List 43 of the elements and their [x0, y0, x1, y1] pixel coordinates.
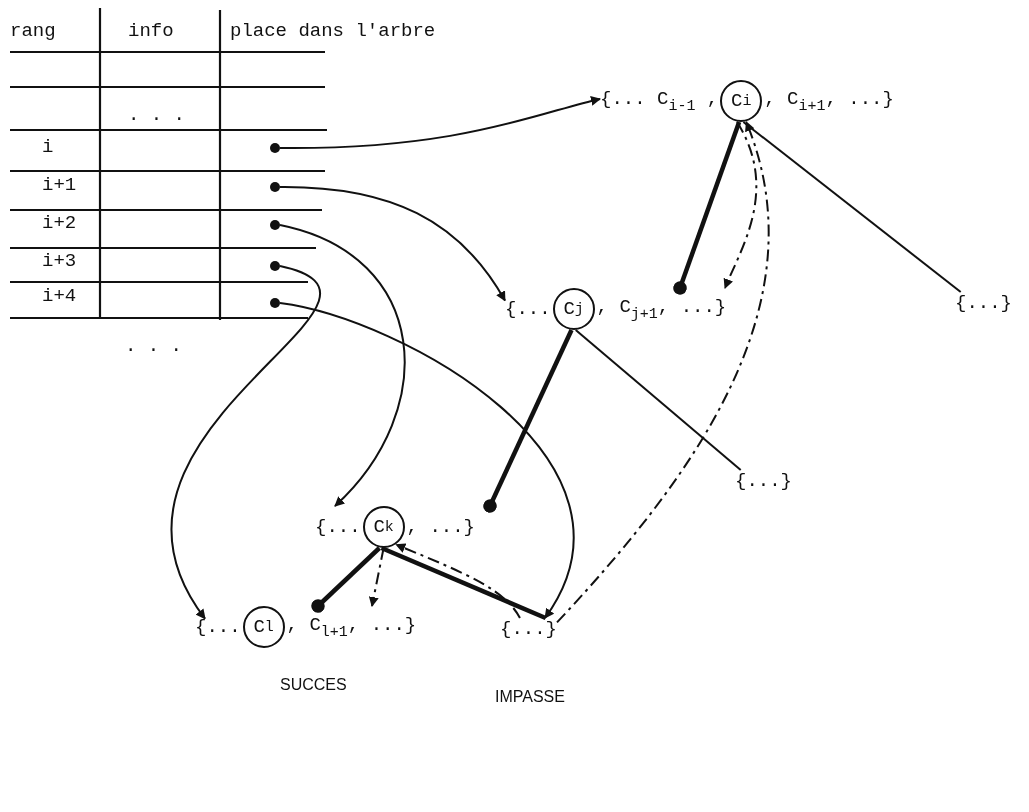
- set-text: , C$_{j+1}$, ...}: [596, 295, 727, 323]
- tree-branch: [483, 329, 574, 513]
- set-text: {...}: [735, 470, 792, 492]
- tree-branch: [380, 545, 547, 621]
- set-text: {...}: [955, 292, 1012, 314]
- row-label: i+1: [42, 174, 77, 196]
- pointer-arrow: [279, 186, 506, 302]
- dashed-arrow: [723, 121, 758, 289]
- dashed-arrow: [368, 547, 385, 607]
- pointer-arrow: [279, 224, 406, 507]
- pointer-dot: [270, 261, 280, 271]
- set-text: {...}: [500, 618, 557, 640]
- set-text: {...: [505, 298, 551, 320]
- caption-text: IMPASSE: [495, 688, 565, 706]
- column-header: info: [128, 20, 174, 42]
- row-label: i+3: [42, 250, 77, 272]
- pointer-dot: [270, 143, 280, 153]
- dashed-arrow: [556, 121, 769, 624]
- set-text: {...: [315, 516, 361, 538]
- row-label: i: [42, 136, 54, 158]
- dashed-arrow: [395, 543, 521, 619]
- tree-branch: [311, 546, 381, 613]
- set-text: {...: [195, 616, 241, 638]
- set-text: {... C$_{i-1}$ ,: [600, 87, 719, 115]
- column-header: place dans l'arbre: [230, 20, 436, 42]
- row-label: i+2: [42, 212, 77, 234]
- pointer-arrow: [279, 302, 575, 619]
- caption-text: SUCCES: [280, 676, 347, 694]
- ellipsis: . . .: [125, 335, 182, 357]
- set-text: , ...}: [406, 516, 476, 538]
- tree-branch: [742, 121, 962, 293]
- set-text: , C$_{i+1}$, ...}: [764, 87, 894, 115]
- pointer-dot: [270, 182, 280, 192]
- pointer-dot: [270, 220, 280, 230]
- tree-branch: [574, 329, 742, 471]
- row-label: i+4: [42, 285, 77, 307]
- pointer-dot: [270, 298, 280, 308]
- tree-branch: [673, 121, 742, 295]
- pointer-arrow: [279, 96, 601, 149]
- pointer-arrow: [170, 265, 321, 620]
- ellipsis: . . .: [128, 104, 185, 126]
- set-text: , C$_{l+1}$, ...}: [286, 613, 417, 641]
- column-header: rang: [10, 20, 56, 42]
